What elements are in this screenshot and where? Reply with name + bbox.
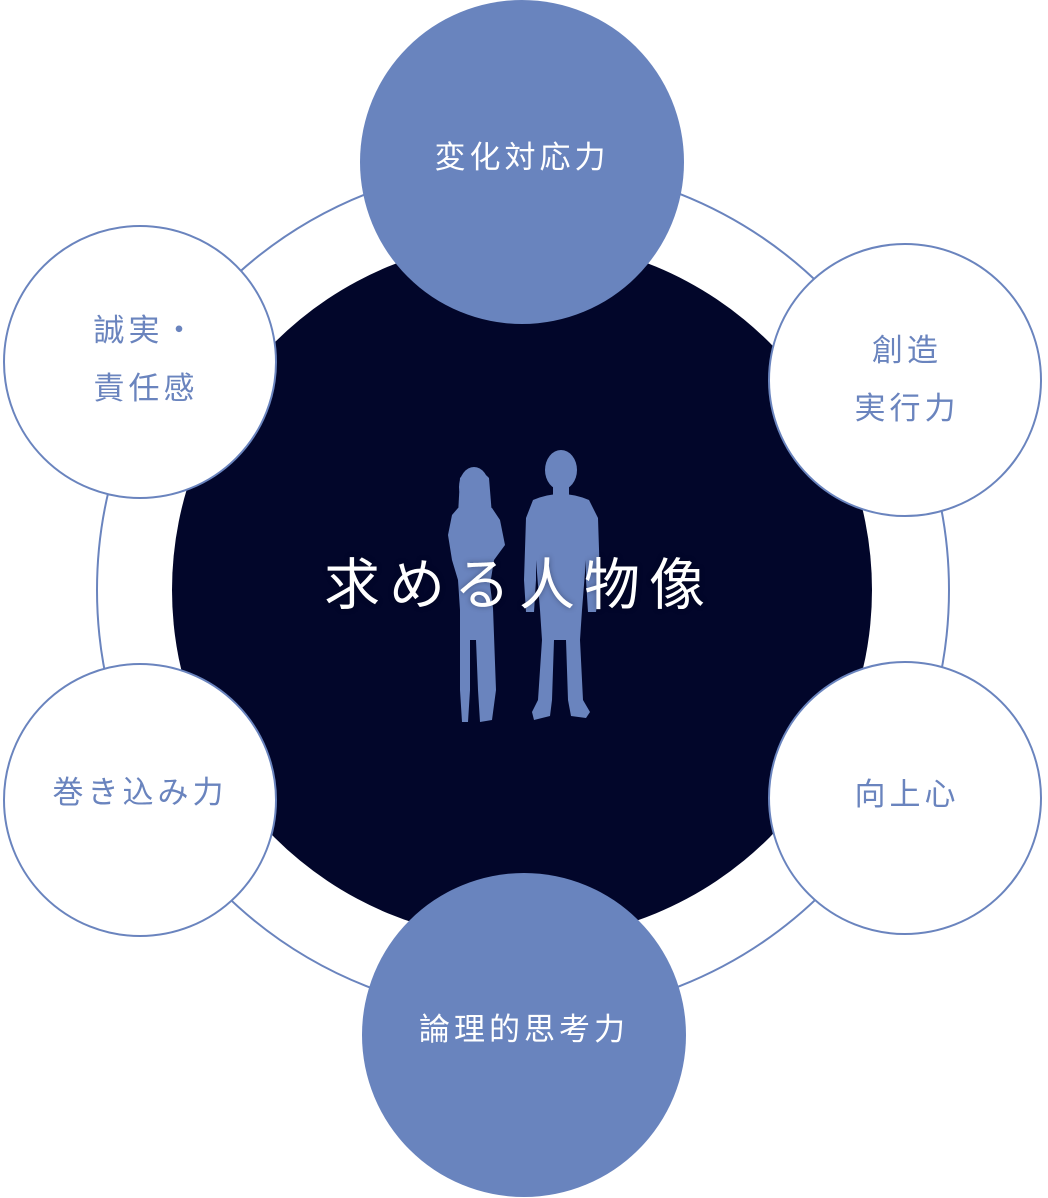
node-label-logical-thinking: 論理的思考力 — [419, 1001, 629, 1059]
node-label-line: 変化対応力 — [435, 129, 610, 187]
node-label-line: 巻き込み力 — [53, 764, 228, 822]
node-label-line: 責任感 — [94, 360, 199, 418]
node-label-line: 誠実・ — [94, 302, 199, 360]
node-label-adaptability: 変化対応力 — [435, 129, 610, 187]
node-label-line: 向上心 — [855, 766, 960, 824]
node-label-integrity: 誠実・ 責任感 — [94, 302, 199, 418]
center-title: 求める人物像 — [324, 541, 714, 622]
node-label-line: 論理的思考力 — [419, 1001, 629, 1059]
node-label-involvement: 巻き込み力 — [53, 764, 228, 822]
node-label-creative-execution: 創造 実行力 — [855, 322, 960, 438]
node-label-line: 実行力 — [855, 380, 960, 438]
node-label-line: 創造 — [855, 322, 960, 380]
node-label-growth-mindset: 向上心 — [855, 766, 960, 824]
